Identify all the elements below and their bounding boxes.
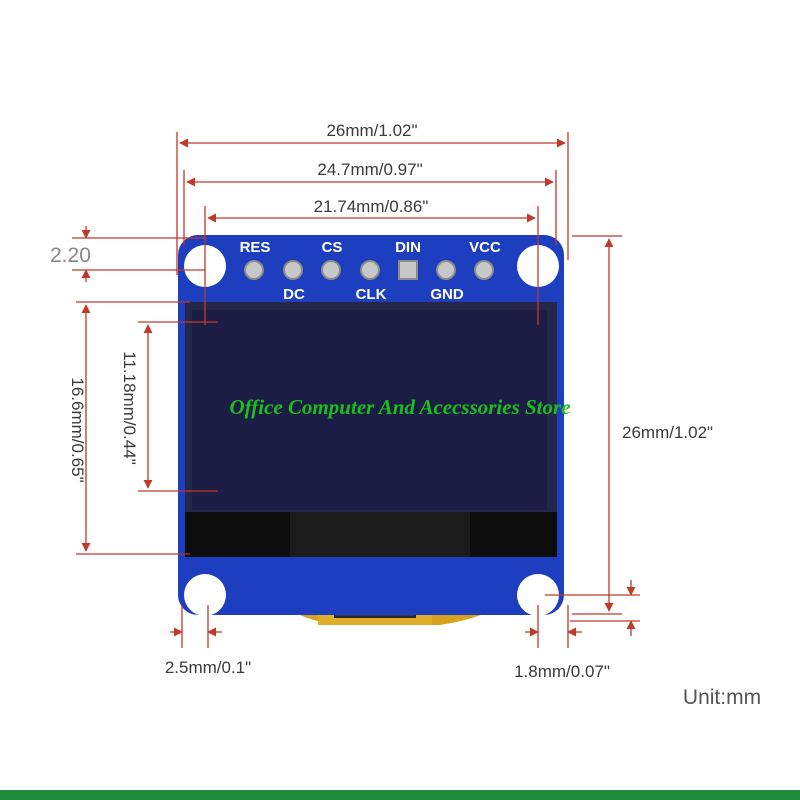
pin-label-clk: CLK <box>356 286 387 303</box>
unit-label: Unit:mm <box>683 686 761 709</box>
label-top-width-middle: 24.7mm/0.97" <box>317 160 422 179</box>
label-display-height-inner: 11.18mm/0.44" <box>120 351 139 464</box>
dimension-lines <box>72 132 640 648</box>
header-pins <box>244 260 494 280</box>
oled-display <box>185 302 557 557</box>
pin-label-din: DIN <box>395 239 421 256</box>
bottom-green-bar <box>0 790 800 800</box>
label-display-height-outer: 16.6mm/0.65" <box>68 377 87 482</box>
pin-label-dc: DC <box>283 286 305 303</box>
label-bottom-left: 2.5mm/0.1" <box>165 658 251 677</box>
pin-label-gnd: GND <box>430 286 464 303</box>
pin-label-vcc: VCC <box>469 239 501 256</box>
label-top-width-outer: 26mm/1.02" <box>326 121 417 140</box>
hole-bottom-left <box>184 574 226 616</box>
pin-labels: RES CS DIN VCC DC CLK GND <box>240 239 501 303</box>
label-top-width-inner: 21.74mm/0.86" <box>314 197 429 216</box>
pin-label-res: RES <box>240 239 271 256</box>
store-watermark: Office Computer And Acecssories Store <box>229 395 570 419</box>
label-height-right: 26mm/1.02" <box>622 423 713 442</box>
hole-bottom-right <box>517 574 559 616</box>
label-hole-offset: 2.20 <box>50 244 91 267</box>
pin-label-cs: CS <box>322 239 343 256</box>
dimension-labels: 26mm/1.02" 24.7mm/0.97" 21.74mm/0.86" 2.… <box>50 121 761 709</box>
label-bottom-right: 1.8mm/0.07" <box>514 662 610 681</box>
